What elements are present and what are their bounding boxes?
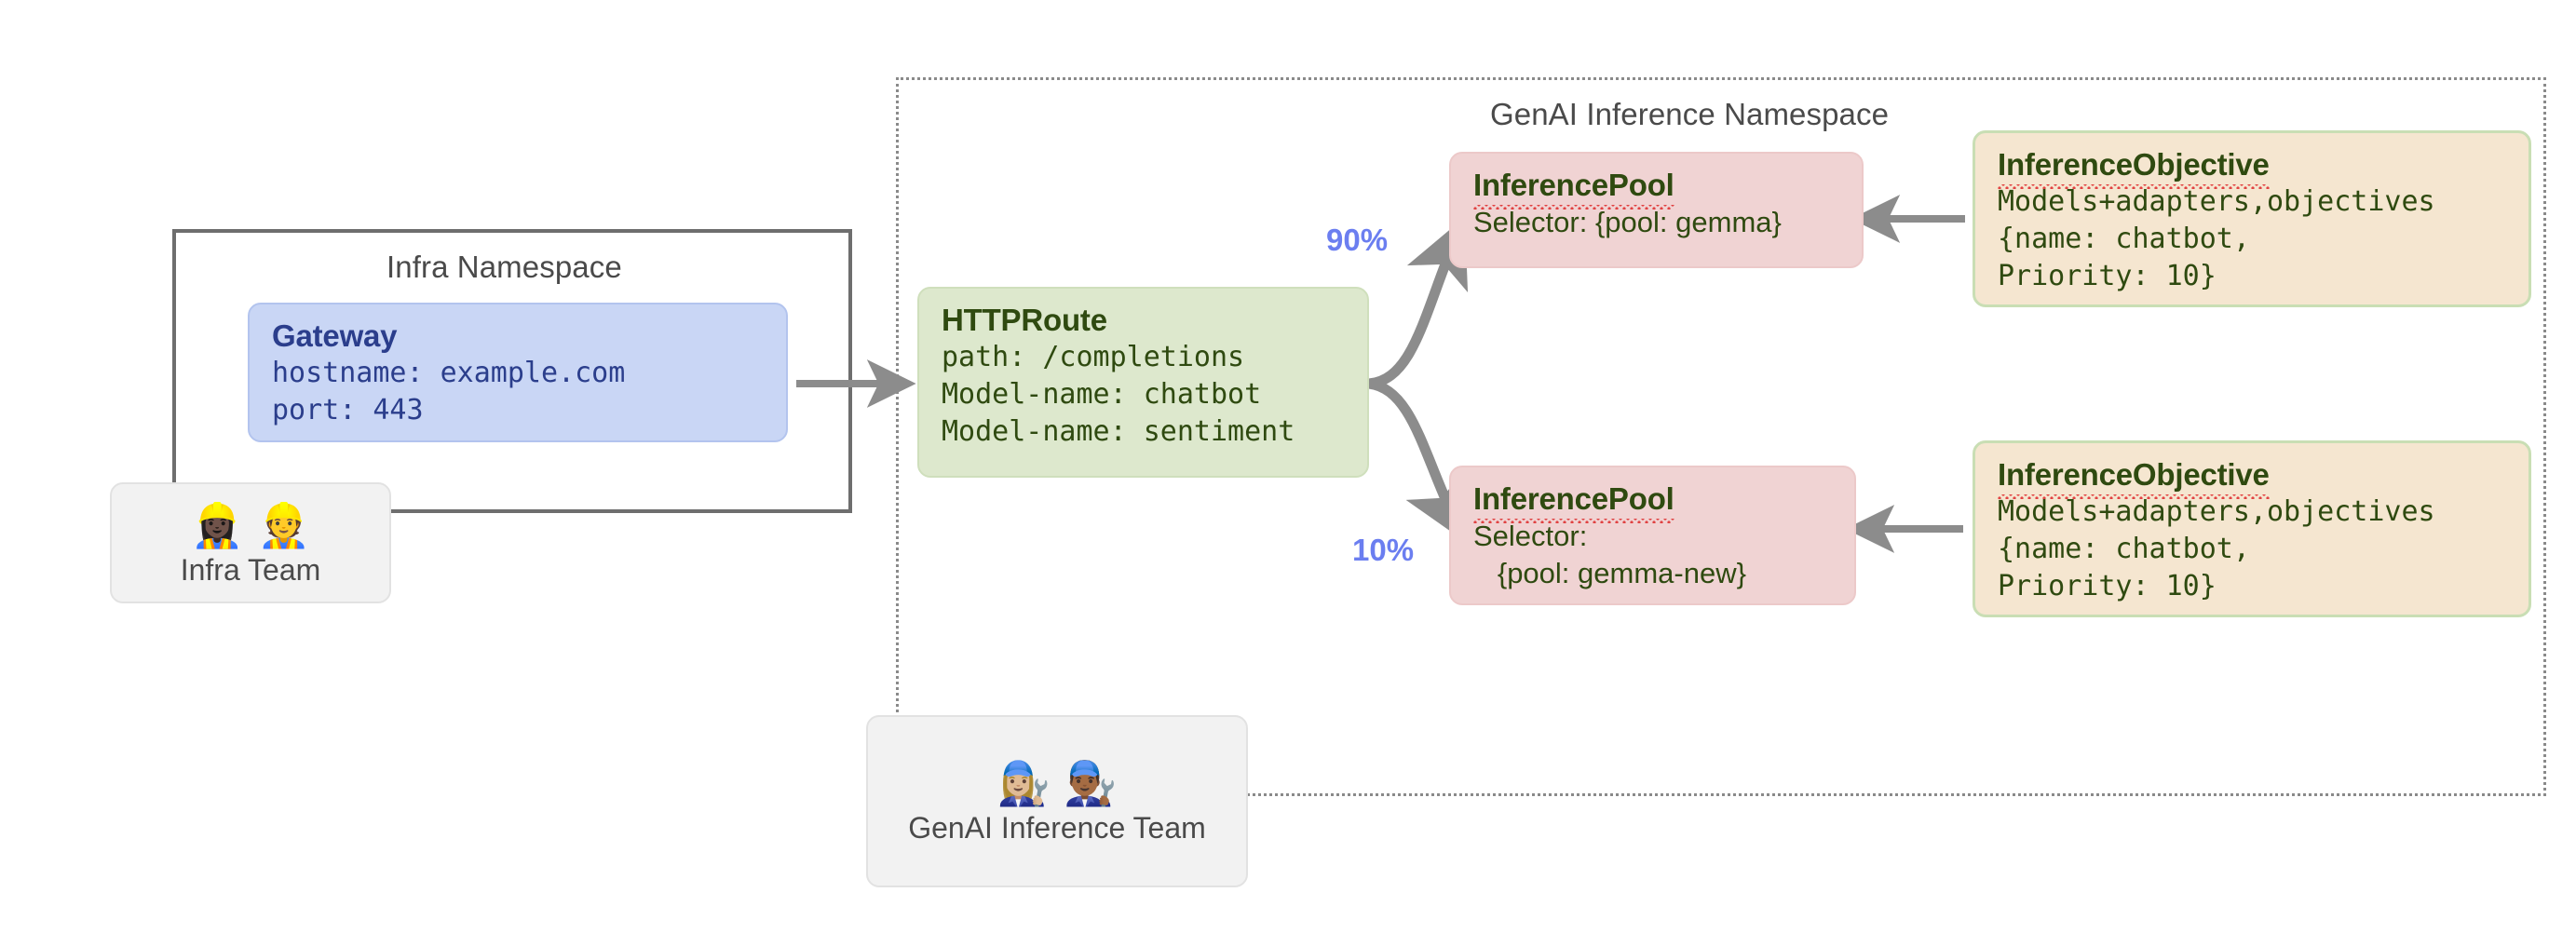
inferencepool-gemma-new-selector: Selector: bbox=[1473, 520, 1588, 552]
inferenceobjective-card-1[interactable]: InferenceObjective Models+adapters,objec… bbox=[1973, 130, 2531, 307]
namespace-infra-title: Infra Namespace bbox=[386, 250, 622, 284]
gateway-title: Gateway bbox=[272, 318, 398, 353]
httproute-path: path: /completions bbox=[942, 341, 1245, 373]
inferencepool-gemma-title: InferencePool bbox=[1473, 168, 1674, 210]
inferenceobjective-2-title: InferenceObjective bbox=[1998, 457, 2270, 499]
inferencepool-gemma-new-selector-value: {pool: gemma-new} bbox=[1473, 557, 1746, 589]
inferenceobjective-2-models: Models+adapters,objectives bbox=[1998, 495, 2435, 528]
gateway-card[interactable]: Gateway hostname: example.com port: 443 bbox=[248, 303, 788, 442]
team-chip-genai-inference[interactable]: 👩🏼‍🔧👨🏾‍🔧 GenAI Inference Team bbox=[866, 715, 1248, 887]
weight-label-90: 90% bbox=[1326, 223, 1389, 257]
inferenceobjective-1-models: Models+adapters,objectives bbox=[1998, 185, 2435, 218]
weight-label-10: 10% bbox=[1352, 533, 1415, 567]
inferencepool-card-gemma-new[interactable]: InferencePool Selector: {pool: gemma-new… bbox=[1449, 466, 1856, 605]
inferenceobjective-1-priority: Priority: 10} bbox=[1998, 260, 2217, 292]
mechanic-icon: 👩🏼‍🔧👨🏾‍🔧 bbox=[997, 758, 1131, 808]
inferencepool-gemma-new-title: InferencePool bbox=[1473, 481, 1674, 523]
httproute-model-name-sentiment: Model-name: sentiment bbox=[942, 415, 1295, 448]
namespace-genai-inference bbox=[896, 77, 2546, 796]
inferencepool-card-gemma[interactable]: InferencePool Selector: {pool: gemma} bbox=[1449, 152, 1864, 268]
namespace-genai-inference-title: GenAI Inference Namespace bbox=[1490, 97, 1890, 131]
inferenceobjective-2-priority: Priority: 10} bbox=[1998, 570, 2217, 602]
team-chip-infra[interactable]: 👷🏿‍♀️👷 Infra Team bbox=[110, 482, 391, 603]
httproute-card[interactable]: HTTPRoute path: /completions Model-name:… bbox=[917, 287, 1369, 478]
inferenceobjective-1-name: {name: chatbot, bbox=[1998, 223, 2250, 255]
gateway-hostname: hostname: example.com bbox=[272, 357, 626, 389]
inferenceobjective-2-name: {name: chatbot, bbox=[1998, 533, 2250, 565]
team-label-genai-inference: GenAI Inference Team bbox=[908, 811, 1206, 845]
inferencepool-gemma-selector: Selector: {pool: gemma} bbox=[1473, 206, 1782, 238]
inferenceobjective-1-title: InferenceObjective bbox=[1998, 147, 2270, 189]
team-label-infra: Infra Team bbox=[180, 552, 321, 587]
construction-worker-icon: 👷🏿‍♀️👷 bbox=[190, 499, 324, 550]
httproute-title: HTTPRoute bbox=[942, 303, 1107, 337]
httproute-model-name-chatbot: Model-name: chatbot bbox=[942, 378, 1262, 411]
inferenceobjective-card-2[interactable]: InferenceObjective Models+adapters,objec… bbox=[1973, 440, 2531, 617]
gateway-port: port: 443 bbox=[272, 394, 424, 426]
